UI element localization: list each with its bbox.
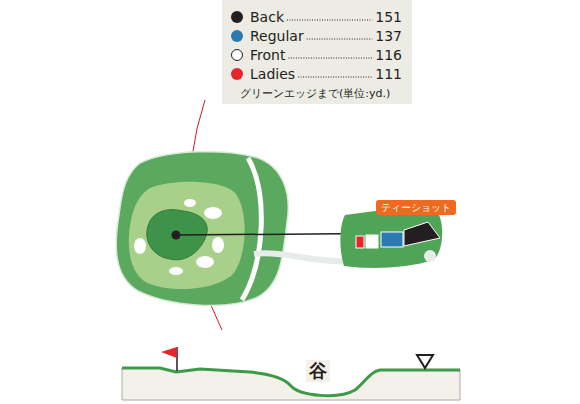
- rough: [116, 152, 288, 306]
- legend-swatch: [231, 30, 243, 42]
- profile-line: [122, 368, 460, 396]
- dot-leader: [287, 20, 372, 21]
- legend-panel: [222, 0, 412, 104]
- tee-back: [404, 222, 440, 246]
- legend-swatch: [231, 11, 243, 23]
- yardage: 137: [366, 27, 402, 45]
- flag: [161, 347, 177, 358]
- cart-path: [424, 250, 436, 262]
- tee-regular: [381, 232, 403, 247]
- tag-text: ティーショット: [381, 201, 456, 214]
- tee-ladies: [356, 236, 364, 248]
- tee-front: [366, 235, 378, 248]
- profile-ground: [122, 368, 460, 400]
- bunker: [134, 199, 224, 275]
- dot-leader: [288, 58, 372, 59]
- yardage: 151: [366, 8, 402, 26]
- legend-text: Regular: [250, 27, 304, 45]
- pin: [172, 231, 181, 240]
- tag-label: ティーショット: [376, 200, 456, 215]
- terrain-label: 谷: [306, 360, 330, 382]
- legend-text: Back: [250, 8, 284, 26]
- legend-swatch: [231, 49, 243, 61]
- note: グリーンエッジまで(単位:yd.): [240, 86, 390, 101]
- cart-path: [242, 158, 261, 300]
- yardage: 111: [366, 65, 402, 83]
- tee-marker: [417, 355, 433, 368]
- legend-text: Front: [250, 46, 285, 64]
- legend-text: Ladies: [250, 65, 295, 83]
- dot-leader: [298, 77, 372, 78]
- yardage: 116: [366, 46, 402, 64]
- tee-ground: [340, 208, 442, 268]
- legend-swatch: [231, 68, 243, 80]
- dot-leader: [307, 39, 373, 40]
